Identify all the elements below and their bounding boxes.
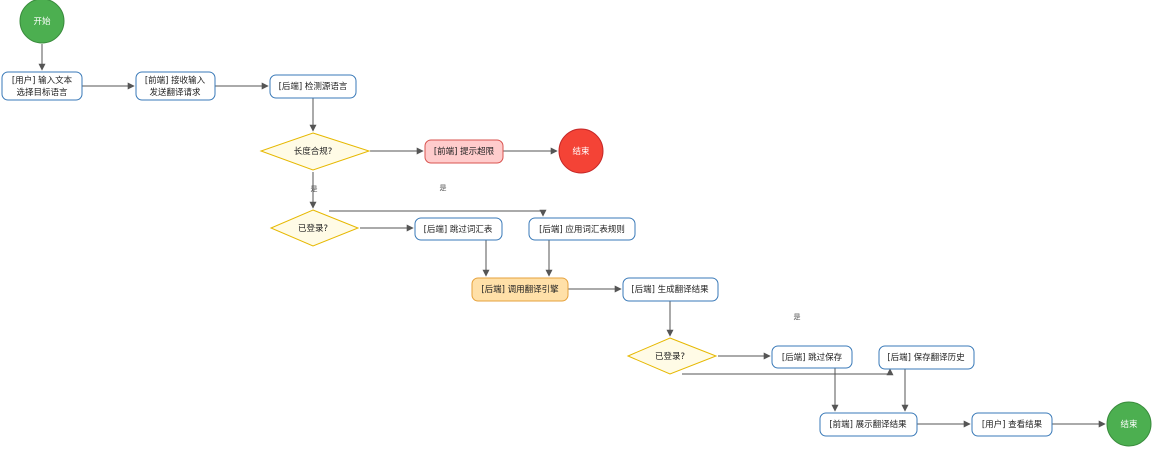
node-logged-in-2: 已登录? bbox=[626, 337, 718, 375]
logged-in-1-label: 已登录? bbox=[298, 223, 328, 234]
be-skip-save-box bbox=[771, 345, 853, 369]
edge-login1-to-apply bbox=[329, 209, 547, 217]
be-save-history-label: [后端] 保存翻译历史 bbox=[887, 352, 965, 363]
length-ok-label: 长度合规? bbox=[294, 146, 333, 157]
node-be-skip-save: [后端] 跳过保存 bbox=[771, 345, 853, 369]
edge-label-login2-yes: 是 bbox=[794, 313, 801, 321]
be-detect-label: [后端] 检测源语言 bbox=[279, 81, 348, 92]
end-top-label: 结束 bbox=[572, 146, 590, 157]
user-input-box bbox=[1, 71, 83, 101]
fe-show-label: [前端] 展示翻译结果 bbox=[829, 419, 907, 430]
node-logged-in-1: 已登录? bbox=[269, 209, 360, 247]
be-generate-label: [后端] 生成翻译结果 bbox=[631, 284, 709, 295]
node-be-skip-glossary: [后端] 跳过词汇表 bbox=[414, 217, 503, 241]
node-be-save-history: [后端] 保存翻译历史 bbox=[878, 345, 975, 370]
node-fe-limit: [前端] 提示超限 bbox=[424, 139, 504, 164]
edge-login2-to-savehistory bbox=[682, 368, 894, 376]
end-top-circle bbox=[558, 128, 604, 174]
start-label: 开始 bbox=[33, 16, 51, 27]
fe-receive-box bbox=[135, 71, 216, 101]
be-save-history-box bbox=[878, 345, 975, 370]
be-generate-box bbox=[622, 277, 719, 302]
fe-receive-line1: [前端] 接收输入 bbox=[145, 75, 206, 86]
fe-show-box bbox=[819, 412, 918, 437]
node-fe-receive: [前端] 接收输入 发送翻译请求 bbox=[135, 71, 216, 101]
user-view-box bbox=[971, 412, 1053, 437]
fe-limit-label: [前端] 提示超限 bbox=[434, 146, 495, 157]
node-start: 开始 bbox=[19, 0, 65, 44]
node-be-generate: [后端] 生成翻译结果 bbox=[622, 277, 719, 302]
node-user-view: [用户] 查看结果 bbox=[971, 412, 1053, 437]
fe-limit-box bbox=[424, 139, 504, 164]
node-fe-show: [前端] 展示翻译结果 bbox=[819, 412, 918, 437]
be-skip-glossary-box bbox=[414, 217, 503, 241]
node-end-bottom: 结束 bbox=[1106, 401, 1152, 447]
node-be-apply-glossary: [后端] 应用词汇表规则 bbox=[528, 217, 636, 241]
node-be-call-engine: [后端] 调用翻译引擎 bbox=[471, 277, 569, 302]
logged-in-2-label: 已登录? bbox=[655, 351, 685, 362]
user-input-line2: 选择目标语言 bbox=[16, 87, 68, 98]
logged-in-1-diamond bbox=[269, 209, 360, 247]
be-call-engine-box bbox=[471, 277, 569, 302]
user-view-label: [用户] 查看结果 bbox=[982, 419, 1043, 430]
start-circle bbox=[19, 0, 65, 44]
user-input-line1: [用户] 输入文本 bbox=[12, 75, 73, 86]
node-end-top: 结束 bbox=[558, 128, 604, 174]
fe-receive-line2: 发送翻译请求 bbox=[149, 87, 201, 98]
be-detect-box bbox=[269, 74, 357, 99]
end-bottom-circle bbox=[1106, 401, 1152, 447]
end-bottom-label: 结束 bbox=[1120, 419, 1138, 430]
edge-label-length-yes: 是 bbox=[311, 185, 318, 193]
node-be-detect: [后端] 检测源语言 bbox=[269, 74, 357, 99]
node-user-input: [用户] 输入文本 选择目标语言 bbox=[1, 71, 83, 101]
length-ok-diamond bbox=[259, 132, 371, 171]
be-apply-glossary-label: [后端] 应用词汇表规则 bbox=[539, 224, 625, 235]
edge-label-login1-yes: 是 bbox=[440, 184, 447, 192]
logged-in-2-diamond bbox=[626, 337, 718, 375]
be-call-engine-label: [后端] 调用翻译引擎 bbox=[481, 284, 559, 295]
node-length-ok: 长度合规? bbox=[259, 132, 371, 171]
be-apply-glossary-box bbox=[528, 217, 636, 241]
edges bbox=[38, 44, 1106, 428]
be-skip-save-label: [后端] 跳过保存 bbox=[782, 352, 843, 363]
be-skip-glossary-label: [后端] 跳过词汇表 bbox=[424, 224, 493, 235]
